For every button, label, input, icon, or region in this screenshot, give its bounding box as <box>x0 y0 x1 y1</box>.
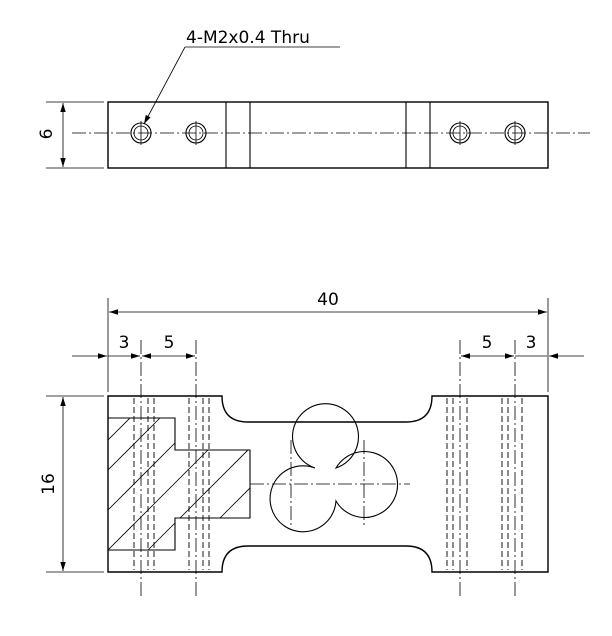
threaded-hole <box>449 121 471 145</box>
callout-leader <box>143 46 186 125</box>
threaded-hole <box>130 121 152 145</box>
right-edge-dimension-label: 3 <box>526 333 537 353</box>
front-view-outline <box>107 395 549 573</box>
length-dimension-label: 40 <box>317 290 339 310</box>
binocular-cutout <box>269 403 399 533</box>
top-view: 6 4-M2x0.4 Thru <box>37 28 590 169</box>
left-spacing-dimension-label: 5 <box>164 333 175 353</box>
section-outline <box>108 417 251 551</box>
hole-centerlines <box>140 340 516 596</box>
hidden-thread-lines-left <box>133 398 210 570</box>
right-spacing-dimension-label: 5 <box>482 333 493 353</box>
thread-callout-label: 4-M2x0.4 Thru <box>186 28 310 48</box>
left-edge-dimension-label: 3 <box>119 333 130 353</box>
hidden-thread-lines-right <box>446 398 523 570</box>
thickness-dimension-label: 6 <box>37 129 57 140</box>
threaded-hole <box>504 121 526 145</box>
height-dimension-label: 16 <box>39 473 59 495</box>
cutout-centerlines <box>250 440 410 528</box>
top-view-body <box>107 101 549 169</box>
threaded-hole <box>185 121 207 145</box>
front-view: 40 3 5 5 3 16 <box>39 290 584 596</box>
